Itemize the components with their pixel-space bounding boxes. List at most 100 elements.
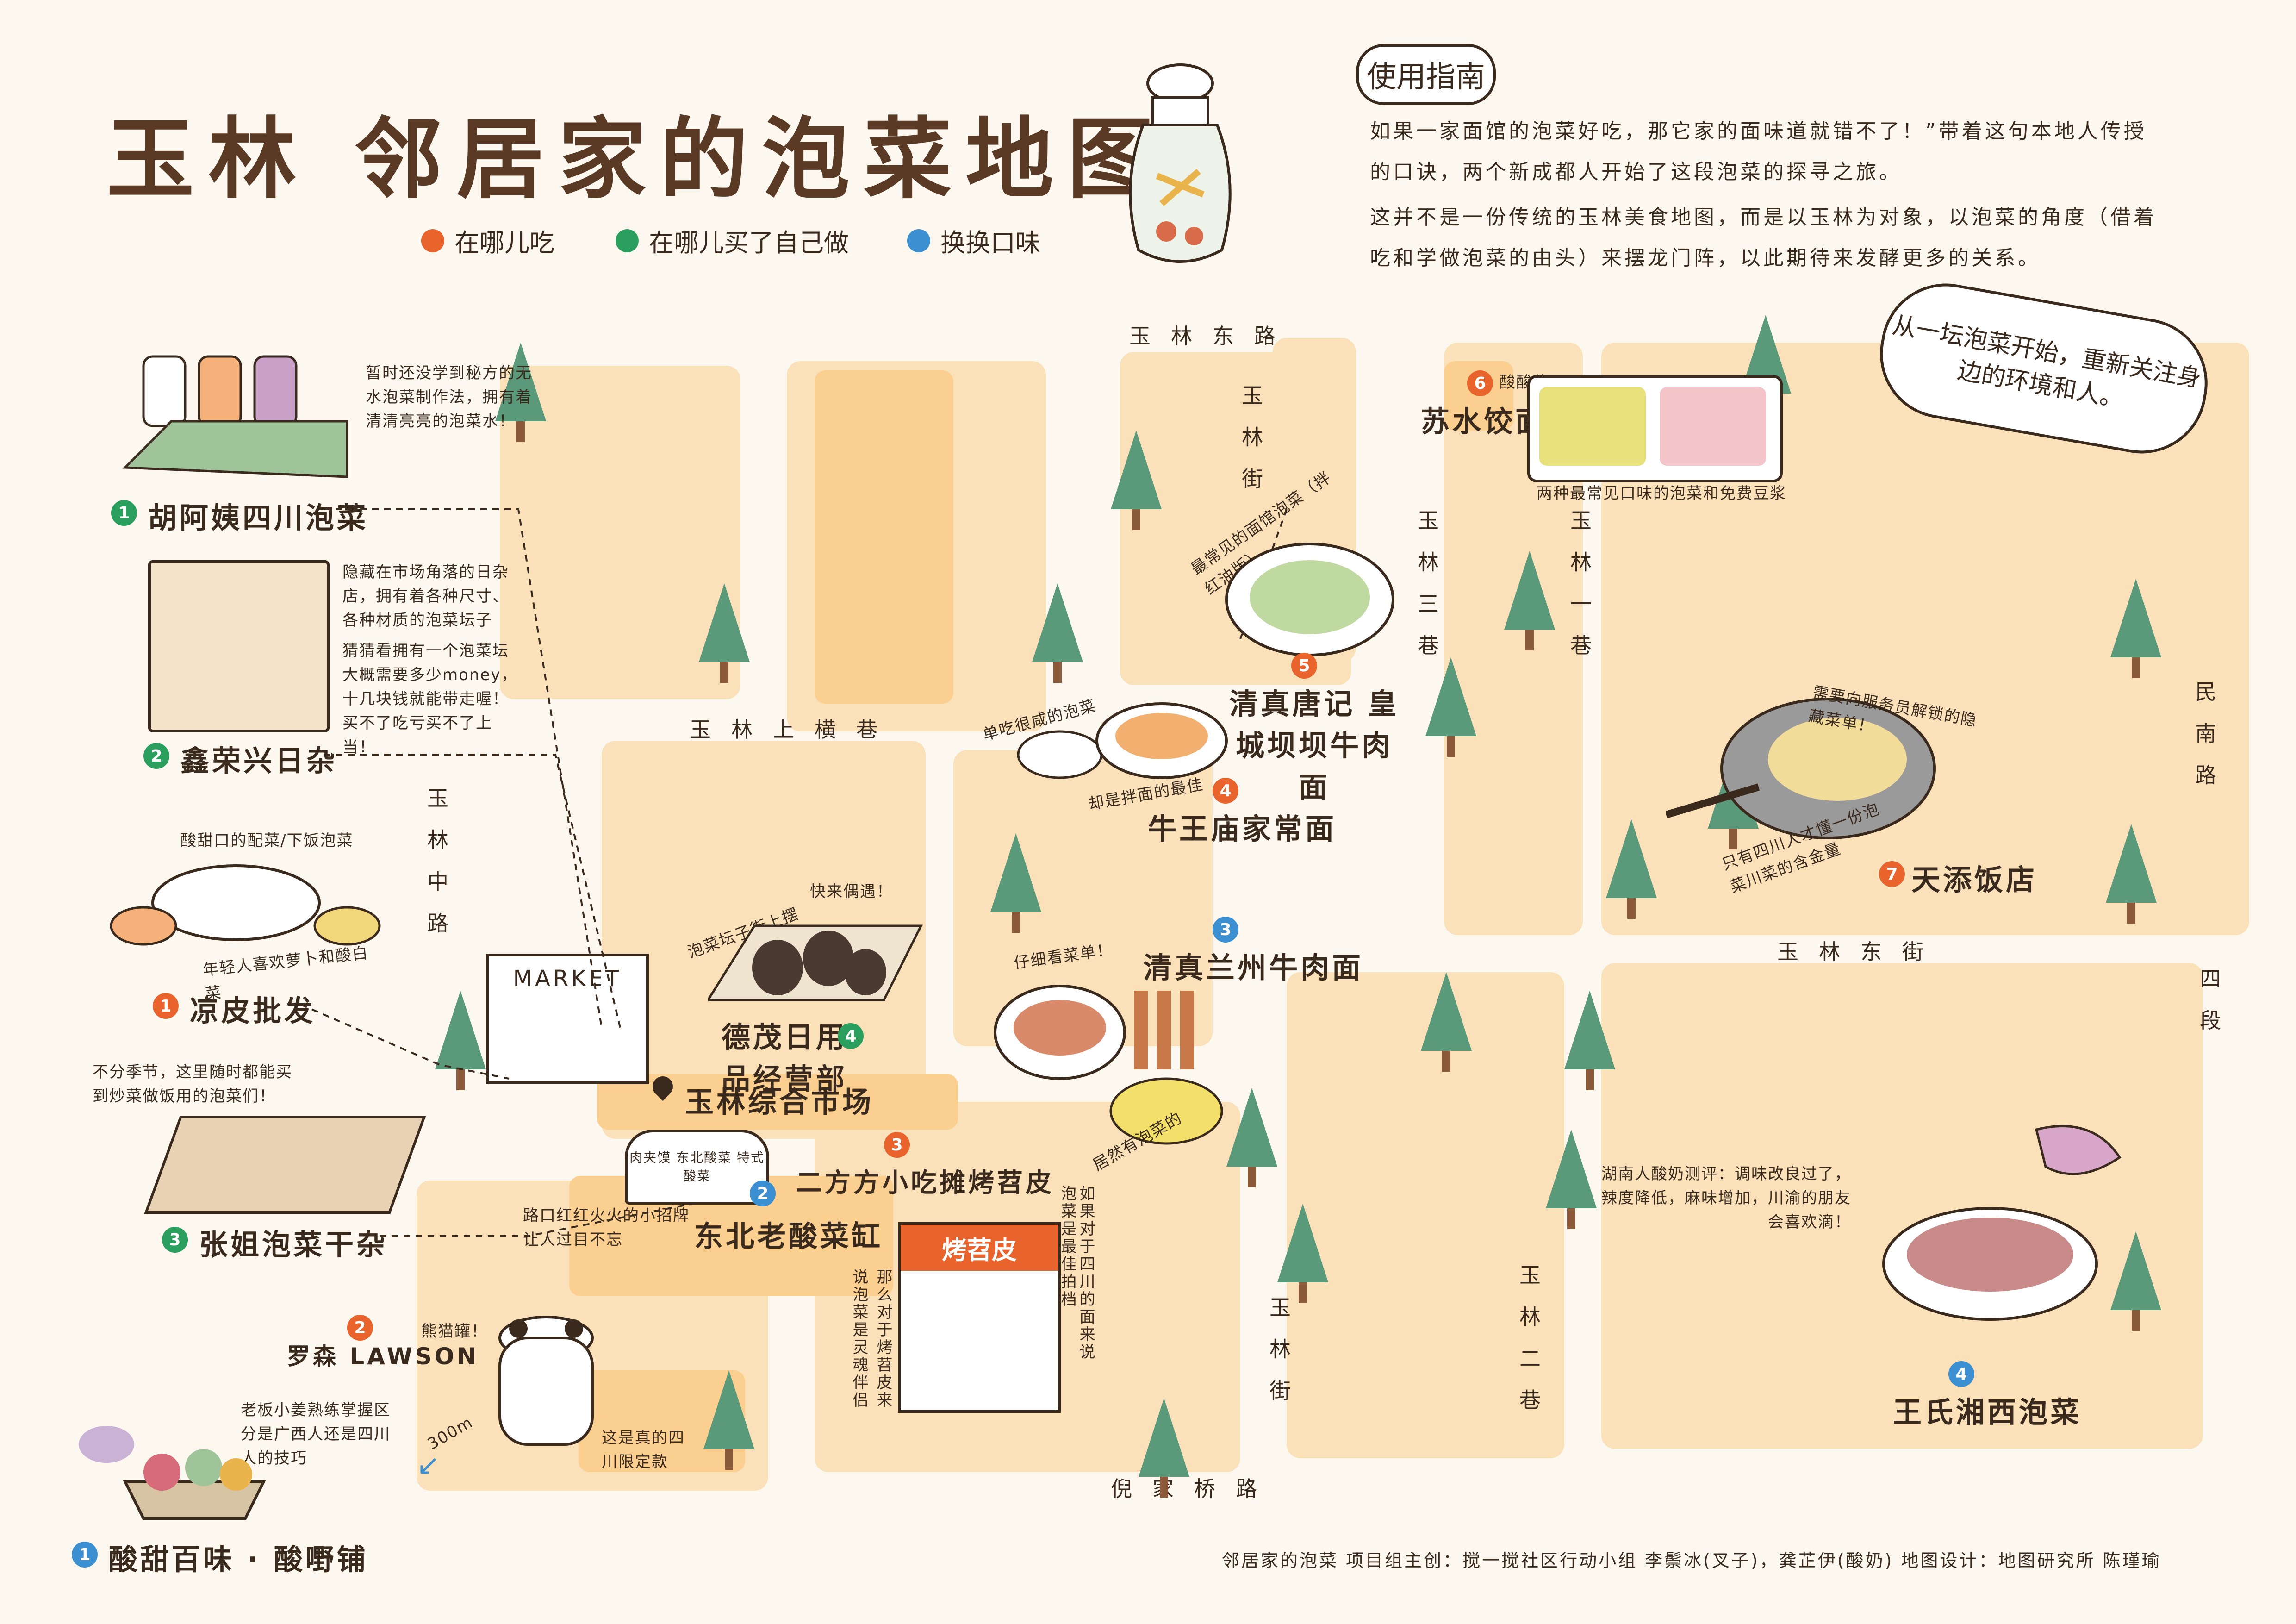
legend-buy: 在哪儿买了自己做: [616, 222, 849, 259]
street-minnan-road: 民南路: [2192, 681, 2217, 806]
map-block-highlight: [815, 370, 953, 704]
tree-icon: [1032, 583, 1083, 683]
pickle-jars-illustration: [122, 355, 348, 478]
tree-icon: [2106, 824, 2157, 924]
beef-noodle-illustration: [994, 985, 1223, 1145]
tree-icon: [1425, 657, 1476, 757]
place-name[interactable]: 德茂日用品经营部: [721, 1020, 847, 1096]
place-number-badge: 1: [72, 1542, 98, 1568]
place-name[interactable]: 王氏湘西泡菜: [1893, 1395, 2082, 1429]
shelf-illustration: [148, 560, 330, 732]
place-note: 快来偶遇！: [810, 882, 893, 901]
street-yulin-er-xiang: 玉林二巷: [1516, 1264, 1541, 1430]
bowl-illustration: [110, 864, 381, 946]
street-yulin-street-north: 玉林街: [1238, 384, 1263, 509]
legend-eat: 在哪儿吃: [421, 222, 554, 259]
place-number-badge: 2: [143, 743, 169, 769]
place-note: 泡菜是最佳拍档: [1058, 1185, 1076, 1308]
legend-label: 换换口味: [940, 228, 1040, 257]
tree-icon: [2110, 579, 2161, 678]
place-note: 老板小姜熟练掌握区分是广西人还是四川人的技巧: [241, 1401, 391, 1468]
street-yulin-east-road: 玉林东路: [1129, 324, 1296, 349]
place-note: 暂时还没学到秘方的无水泡菜制作法，拥有着清清亮亮的泡菜水！: [366, 364, 532, 431]
place-number-badge: 3: [162, 1227, 188, 1253]
fruit-boat-illustration: [79, 1426, 266, 1520]
street-yulin-east-street: 玉林东街: [1777, 939, 1944, 964]
tree-icon: [699, 583, 750, 683]
tree-icon: [703, 1370, 754, 1470]
map-title: 玉林 邻居家的泡菜地图: [106, 108, 1170, 211]
place-name[interactable]: 清真兰州牛肉面: [1143, 951, 1364, 985]
guide-paragraph-1: 如果一家面馆的泡菜好吃，那它家的面味道就错不了！”带着这句本地人传授的口诀，两个…: [1370, 119, 2147, 184]
green-pickle-dish: [1539, 387, 1646, 466]
place-number-badge: 6: [1467, 370, 1493, 396]
place-note: 两种最常见口味的泡菜和免费豆浆: [1537, 484, 1786, 503]
orange-dot-icon: [421, 229, 444, 252]
tree-icon: [1139, 1398, 1189, 1498]
signboard-text: 肉夹馍 东北酸菜 特式酸菜: [629, 1150, 765, 1184]
guide-paragraph-2: 这并不是一份传统的玉林美食地图，而是以玉林为对象，以泡菜的角度（借着吃和学做泡菜…: [1370, 206, 2157, 270]
noodle-bowl-illustration: [1017, 702, 1228, 779]
map-block: [1601, 963, 2203, 1449]
map-block: [1287, 972, 1564, 1458]
place-name[interactable]: 牛王庙家常面: [1148, 812, 1337, 846]
place-name[interactable]: 凉皮批发: [190, 994, 316, 1028]
wok-illustration: [1666, 698, 1936, 839]
tree-icon: [1504, 551, 1555, 650]
street-yulin-yi-xiang: 玉林一巷: [1567, 509, 1592, 676]
street-stall: 烤苕皮: [898, 1222, 1061, 1413]
blue-dot-icon: [907, 229, 930, 252]
tree-icon: [990, 833, 1041, 933]
place-note: 湖南人酸奶测评：调味改良过了，辣度降低，麻味增加，川渝的朋友会喜欢滴！: [1601, 1165, 1851, 1231]
hunan-pickle-illustration: [1882, 1125, 2122, 1321]
tree-icon: [1606, 819, 1657, 919]
place-number-badge: 3: [884, 1132, 910, 1158]
place-name[interactable]: 鑫荣兴日杂: [180, 744, 338, 778]
place-number-badge: 2: [347, 1315, 373, 1341]
pickle-jar-illustration: [1129, 63, 1232, 263]
street-yulin-shang-heng-xiang: 玉林上横巷: [690, 717, 898, 742]
pink-pickle-dish: [1660, 387, 1766, 466]
street-yulin-san-xiang: 玉林三巷: [1414, 509, 1439, 676]
panda-can-illustration: [498, 1316, 594, 1446]
place-number-badge: 7: [1879, 861, 1905, 887]
place-note: 路口红红火火的小招牌让人过目不忘: [523, 1206, 690, 1249]
place-number-badge: 3: [1213, 917, 1238, 943]
pickle-urns-illustration: [708, 924, 923, 1001]
place-note: 如果对于四川的面来说: [1076, 1185, 1095, 1361]
place-number-badge: 4: [1948, 1361, 1974, 1387]
place-name[interactable]: 酸甜百味 · 酸嘢铺: [109, 1543, 368, 1576]
place-name[interactable]: 张姐泡菜干杂: [199, 1228, 388, 1262]
stall-sign: 烤苕皮: [901, 1225, 1058, 1271]
pickle-plate-illustration: [1225, 543, 1394, 656]
place-name[interactable]: 东北老酸菜缸: [694, 1219, 884, 1253]
street-four-section: 四段: [2196, 968, 2221, 1051]
legend-change: 换换口味: [907, 222, 1040, 259]
place-number-badge: 1: [111, 500, 137, 526]
dongbei-signboard: 肉夹馍 东北酸菜 特式酸菜: [625, 1130, 769, 1205]
place-note: 这是真的四川限定款: [602, 1429, 685, 1471]
place-name[interactable]: 天添饭店: [1911, 863, 2038, 897]
tree-icon: [435, 991, 486, 1090]
tree-icon: [1226, 1088, 1277, 1187]
place-name[interactable]: 胡阿姨四川泡菜: [148, 501, 369, 535]
market-sign: MARKET: [513, 966, 622, 992]
guide-text: 如果一家面馆的泡菜好吃，那它家的面味道就错不了！”带着这句本地人传授的口诀，两个…: [1370, 111, 2166, 279]
tree-icon: [1564, 991, 1615, 1090]
tree-icon: [1111, 431, 1162, 530]
legend-label: 在哪儿吃: [454, 228, 554, 257]
place-name[interactable]: 二方方小吃摊烤苕皮: [796, 1168, 1054, 1198]
place-number-badge: 1: [153, 993, 179, 1019]
place-name[interactable]: 清真唐记 皇城坝坝牛肉面: [1229, 687, 1400, 804]
tree-icon: [1421, 972, 1472, 1072]
place-name: 玉林综合市场: [685, 1085, 874, 1119]
credits: 邻居家的泡菜 项目组主创：搅一搅社区行动小组 李鬃冰(叉子)，龚芷伊(酸奶) 地…: [1222, 1550, 2161, 1571]
tree-icon: [1277, 1204, 1328, 1303]
street-yulin-street-south: 玉林街: [1266, 1296, 1291, 1421]
place-number-badge: 4: [838, 1023, 864, 1049]
place-number-badge: 2: [750, 1181, 776, 1206]
place-note: 那么对于烤苕皮来说泡菜是灵魂伴侣: [850, 1268, 892, 1409]
tree-icon: [2110, 1231, 2161, 1331]
place-note: 酸甜口的配菜/下饭泡菜: [180, 831, 354, 850]
place-name[interactable]: 罗森 LAWSON: [287, 1343, 479, 1370]
